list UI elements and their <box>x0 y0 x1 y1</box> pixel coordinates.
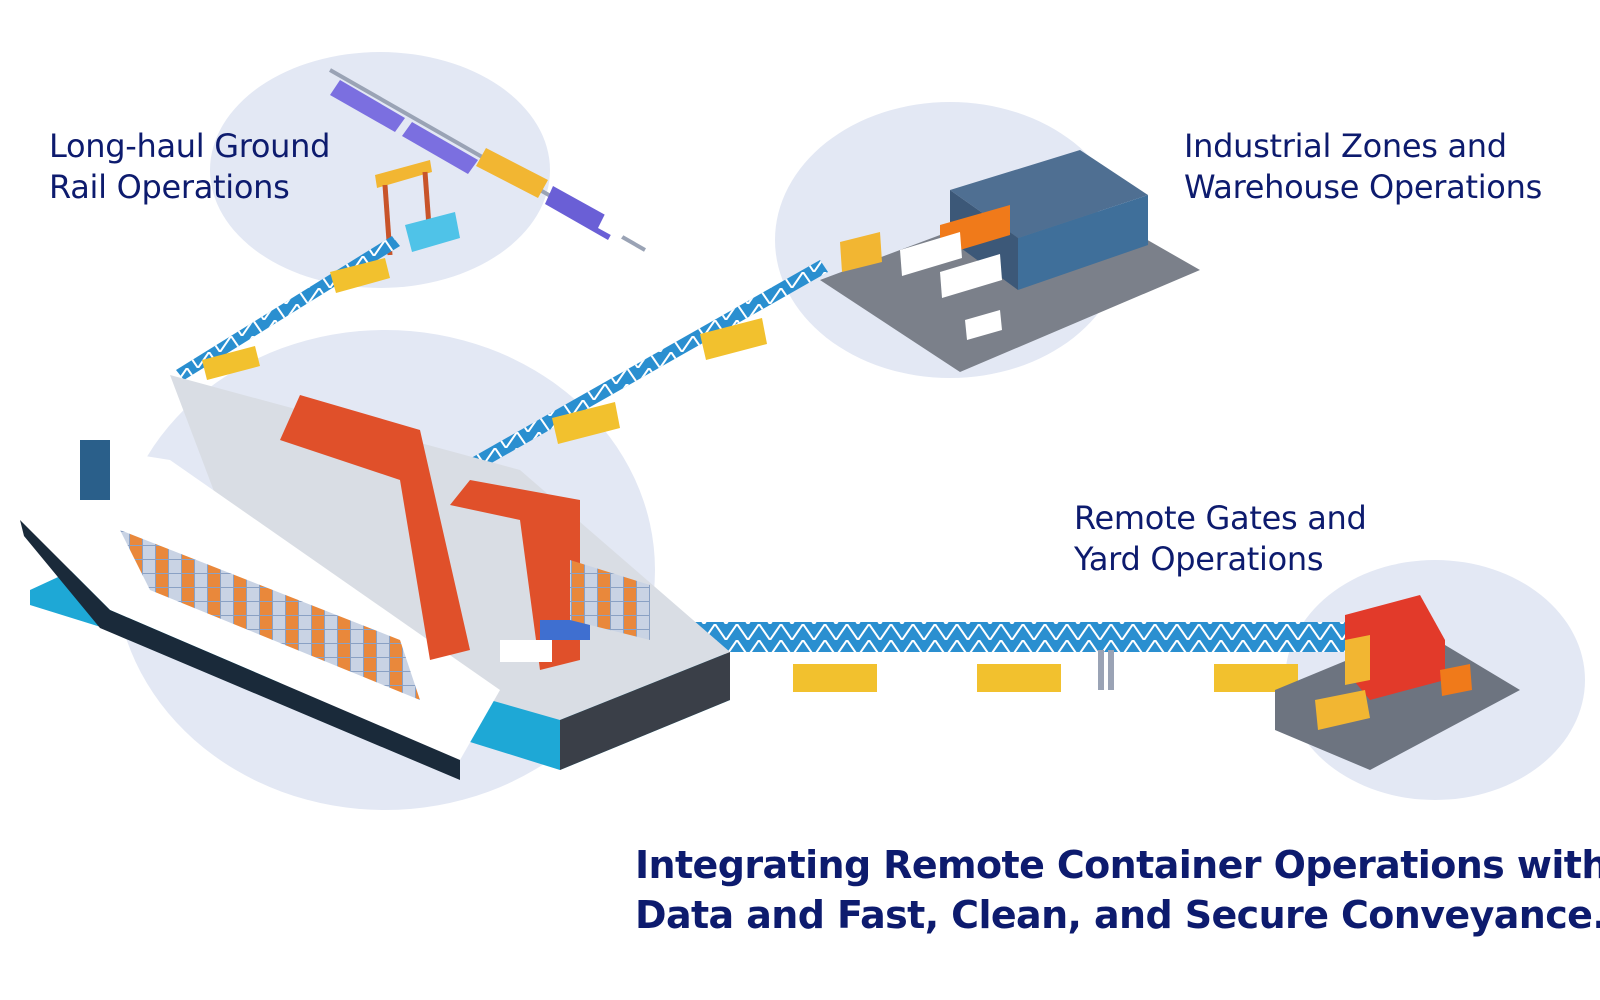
tagline-line2: Data and Fast, Clean, and Secure Conveya… <box>635 893 1600 937</box>
rail-operations-label: Long-haul Ground Rail Operations <box>49 126 330 208</box>
rail-gantry-crane <box>375 160 460 256</box>
yard-operations-label: Remote Gates and Yard Operations <box>1074 498 1367 580</box>
rail-label-line2: Rail Operations <box>49 168 290 206</box>
industrial-label-line2: Warehouse Operations <box>1184 168 1542 206</box>
conveyor-yard-link <box>660 622 1355 692</box>
tagline: Integrating Remote Container Operations … <box>635 840 1600 940</box>
freight-train <box>329 68 646 252</box>
gates-label-line2: Yard Operations <box>1074 540 1324 578</box>
industrial-label-line1: Industrial Zones and <box>1184 127 1507 165</box>
conveyor-rail-link <box>176 236 400 380</box>
container-ship-terminal <box>20 375 730 780</box>
warehouse <box>820 150 1200 372</box>
rail-label-line1: Long-haul Ground <box>49 127 331 165</box>
container-yard <box>1275 595 1520 770</box>
conveyor-warehouse-link <box>450 260 828 482</box>
rail-bubble <box>210 52 550 288</box>
gates-label-line1: Remote Gates and <box>1074 499 1367 537</box>
tagline-line1: Integrating Remote Container Operations … <box>635 843 1600 887</box>
industrial-operations-label: Industrial Zones and Warehouse Operation… <box>1184 126 1542 208</box>
